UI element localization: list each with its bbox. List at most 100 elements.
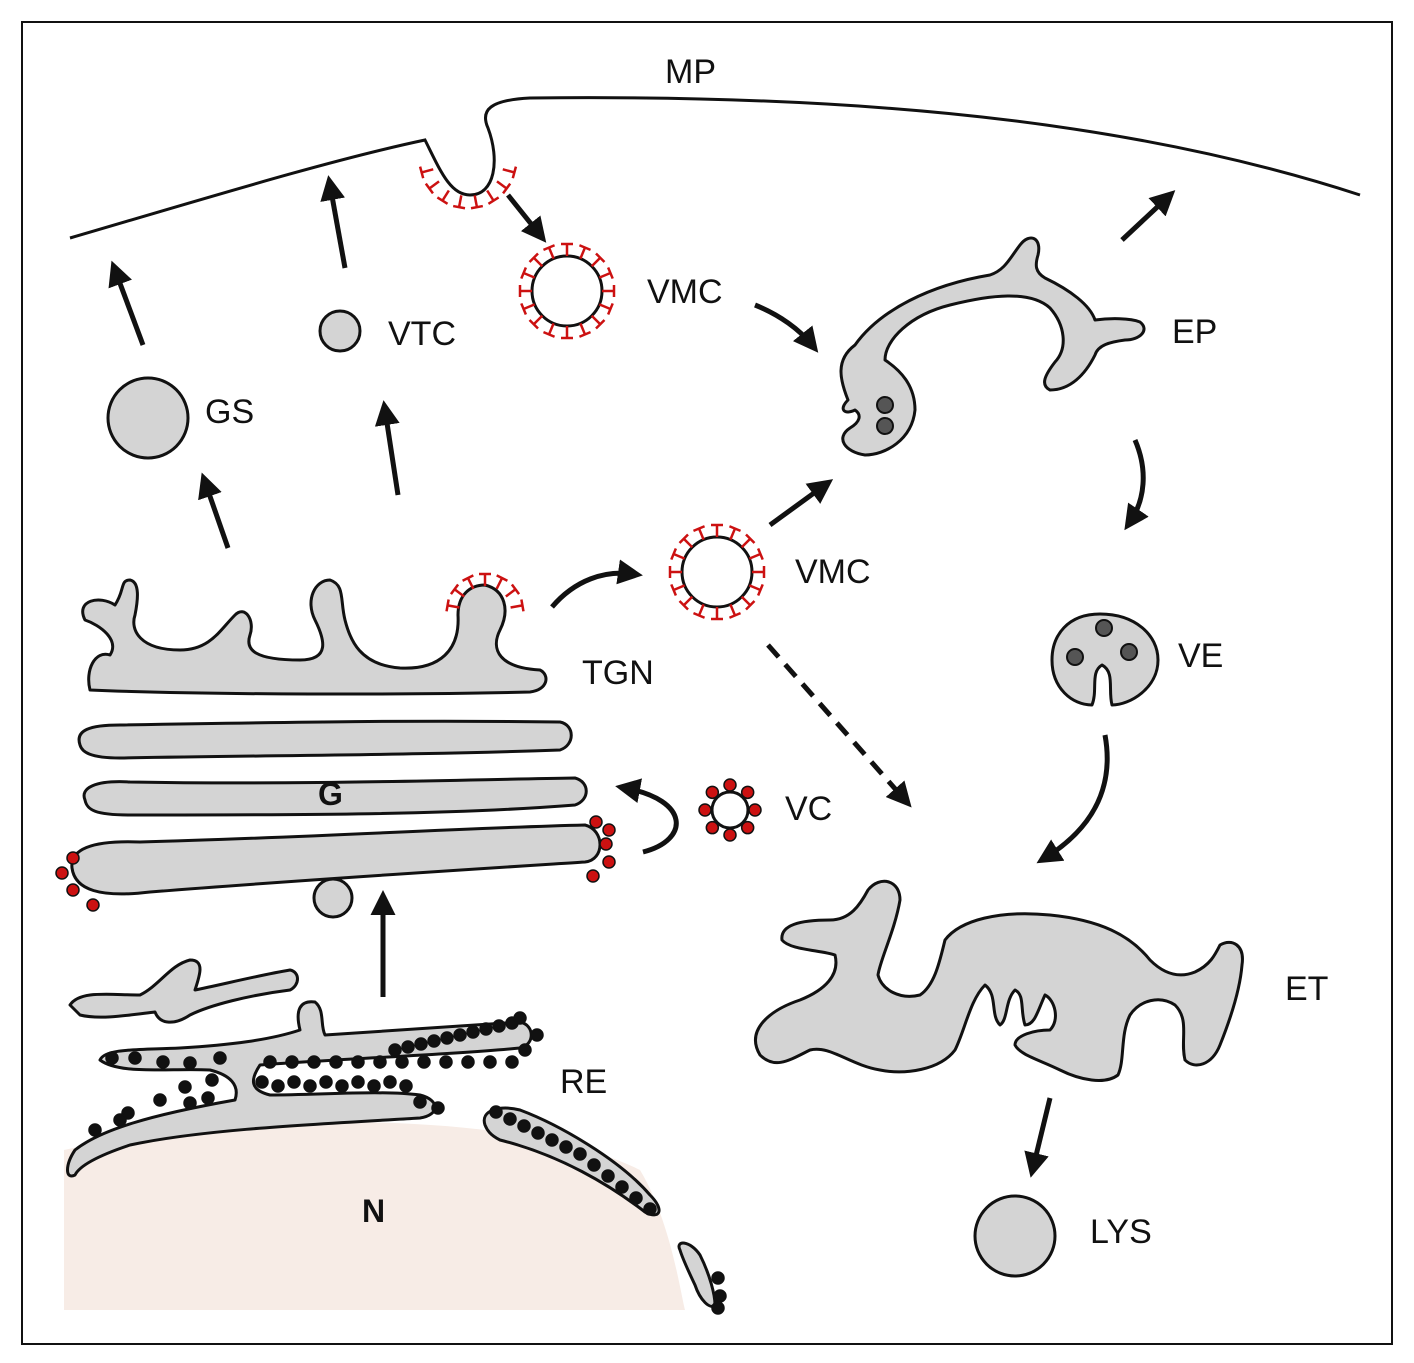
golgi-cisterna-1 bbox=[77, 719, 573, 760]
pathway-arrows bbox=[108, 175, 1176, 1178]
clathrin-spike bbox=[421, 168, 434, 174]
ribosome bbox=[153, 1093, 167, 1107]
ribosome bbox=[351, 1055, 365, 1069]
clathrin-spike bbox=[523, 271, 536, 279]
clathrin-spike-cap bbox=[528, 319, 539, 330]
multivesicular-endosome bbox=[1050, 612, 1160, 707]
secretory-granule bbox=[106, 376, 190, 460]
arrow-vmc-to-ep bbox=[754, 302, 819, 353]
clathrin-spike-cap bbox=[424, 182, 434, 195]
clathrin-spike-cap bbox=[496, 574, 508, 582]
arrow-ep-to-ve bbox=[1124, 439, 1149, 531]
clathrin-spike bbox=[729, 603, 737, 616]
ribosome bbox=[615, 1180, 629, 1194]
clathrin-spike-cap bbox=[678, 533, 689, 544]
arrow-tgn-to-gs bbox=[198, 472, 231, 549]
lysosome bbox=[973, 1194, 1057, 1278]
ribosome bbox=[643, 1202, 657, 1216]
ve-vesicle-1 bbox=[1095, 619, 1113, 637]
tgn-clathrin-coat bbox=[445, 572, 525, 612]
clathrin-spike bbox=[447, 604, 460, 609]
copi-coat-dot bbox=[723, 828, 737, 842]
clathrin-spike-cap bbox=[470, 204, 484, 210]
ribosome bbox=[88, 1123, 102, 1137]
clathrin-spike-cap bbox=[520, 266, 528, 280]
label-et: ET bbox=[1285, 970, 1328, 1008]
clathrin-spike-cap bbox=[462, 574, 474, 582]
ribosome bbox=[453, 1028, 467, 1042]
clathrin-spike-cap bbox=[728, 611, 742, 619]
clathrin-vesicle-top-coat bbox=[518, 242, 616, 340]
membrane-clathrin-coat bbox=[418, 166, 518, 210]
ribosome bbox=[711, 1301, 725, 1315]
clathrin-spike-cap bbox=[692, 611, 706, 619]
ribosome bbox=[587, 1158, 601, 1172]
arrow-vtc-to-pm bbox=[320, 175, 348, 269]
clathrin-spike-cap bbox=[606, 266, 614, 280]
ep-vesicle-1 bbox=[876, 396, 894, 414]
ribosome bbox=[414, 1037, 428, 1051]
clathrin-spike bbox=[502, 168, 515, 174]
ribosome bbox=[128, 1051, 142, 1065]
figure-frame bbox=[21, 21, 1393, 1345]
clathrin-spike bbox=[428, 180, 440, 190]
clathrin-spike-cap bbox=[595, 252, 606, 263]
clathrin-spike-cap bbox=[542, 244, 556, 252]
clathrin-spike bbox=[748, 584, 761, 592]
arrow-vmc-to-et-dashed bbox=[766, 643, 912, 808]
clathrin-spike bbox=[547, 247, 555, 260]
golgi-stack: G bbox=[70, 578, 602, 896]
label-tgn: TGN bbox=[582, 654, 654, 692]
arrow-vc-to-golgi bbox=[615, 778, 679, 855]
er-golgi-vesicle bbox=[312, 877, 354, 919]
ribosome bbox=[713, 1289, 727, 1303]
label-vmc-top: VMC bbox=[647, 273, 723, 311]
clathrin-spike-cap bbox=[670, 547, 678, 561]
ribosome bbox=[329, 1055, 343, 1069]
ribosome bbox=[178, 1080, 192, 1094]
clathrin-spike bbox=[598, 303, 611, 311]
clathrin-spike bbox=[697, 603, 705, 616]
copi-vesicle bbox=[698, 778, 762, 842]
clathrin-spike bbox=[473, 195, 479, 208]
ribosome bbox=[417, 1055, 431, 1069]
ribosome bbox=[395, 1055, 409, 1069]
clathrin-spike-cap bbox=[595, 319, 606, 330]
ribosome bbox=[413, 1095, 427, 1109]
clathrin-spike-cap bbox=[452, 204, 466, 210]
clathrin-spike-cap bbox=[745, 533, 756, 544]
golgi-cisterna-2 bbox=[82, 776, 588, 817]
clathrin-spike-cap bbox=[511, 166, 518, 179]
golgi-copi-coat bbox=[55, 815, 616, 912]
ribosome bbox=[201, 1091, 215, 1105]
label-mp: MP bbox=[665, 53, 716, 91]
copi-coat-dot bbox=[586, 869, 600, 883]
clathrin-spike bbox=[532, 256, 544, 268]
early-endosome bbox=[839, 236, 1146, 457]
ribosome bbox=[601, 1169, 615, 1183]
ribosome bbox=[263, 1055, 277, 1069]
ribosome bbox=[303, 1079, 317, 1093]
clathrin-spike bbox=[748, 552, 761, 560]
ribosome bbox=[483, 1055, 497, 1069]
clathrin-spike bbox=[590, 314, 602, 326]
arrow-et-to-lys bbox=[1024, 1097, 1053, 1178]
ribosome bbox=[427, 1034, 441, 1048]
copi-coat-dot bbox=[705, 820, 720, 835]
ribosome bbox=[503, 1112, 517, 1126]
clathrin-spike-cap bbox=[606, 302, 614, 316]
ribosome bbox=[559, 1140, 573, 1154]
ribosome bbox=[461, 1055, 475, 1069]
clathrin-spike bbox=[441, 189, 450, 202]
clathrin-spike-cap bbox=[670, 583, 678, 597]
label-re: RE bbox=[560, 1063, 607, 1101]
clathrin-spike bbox=[729, 528, 737, 541]
label-ve: VE bbox=[1178, 637, 1223, 675]
clathrin-spike-cap bbox=[520, 302, 528, 316]
clathrin-spike-cap bbox=[520, 599, 525, 612]
ribosome bbox=[183, 1056, 197, 1070]
er-tubule-upper bbox=[68, 958, 299, 1024]
arrow-vmc-to-ep-mid bbox=[768, 479, 834, 528]
ribosome bbox=[319, 1075, 333, 1089]
